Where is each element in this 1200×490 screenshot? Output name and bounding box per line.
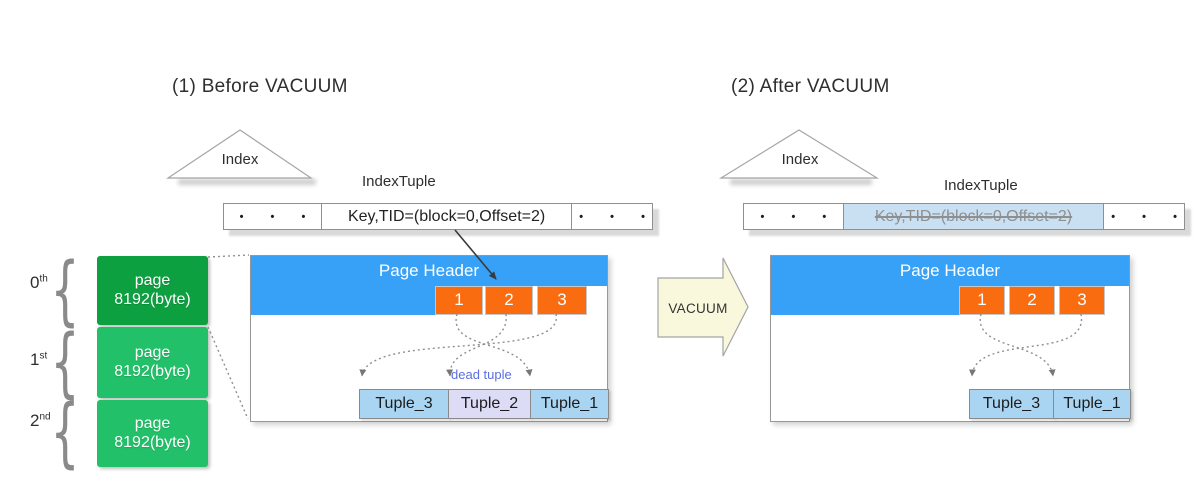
ordinal-suffix: th bbox=[39, 273, 48, 285]
after-index-label: Index bbox=[781, 151, 819, 168]
heap-page-ordinal-2: 2nd bbox=[30, 411, 51, 431]
before-indextuple-dots-right: • • • bbox=[571, 204, 652, 229]
before-page-header-bar: Page Header bbox=[251, 256, 607, 286]
before-indextuple-dots-left: • • • bbox=[239, 210, 313, 223]
heap-page-0: page 8192(byte) bbox=[97, 256, 208, 325]
ordinal-suffix: nd bbox=[39, 411, 51, 423]
before-index-label: Index bbox=[221, 151, 259, 168]
after-indextuple-box: • • • Key,TID=(block=0,Offset=2) • • • bbox=[743, 203, 1185, 230]
after-line-pointer-1: 1 bbox=[959, 286, 1005, 315]
after-indextuple-key-struck: Key,TID=(block=0,Offset=2) bbox=[842, 204, 1104, 229]
heap-page-size: 8192(byte) bbox=[114, 290, 191, 308]
before-page-header-band bbox=[251, 286, 435, 315]
heap-page-size: 8192(byte) bbox=[114, 433, 191, 451]
before-indextuple-box: • • • Key,TID=(block=0,Offset=2) • • • bbox=[223, 203, 653, 230]
before-tuple-3: Tuple_3 bbox=[359, 389, 449, 419]
ordinal-value: 2 bbox=[30, 411, 40, 430]
heap-page-size: 8192(byte) bbox=[114, 362, 191, 380]
heap-to-page-connector-top bbox=[207, 254, 250, 258]
after-page-header-band bbox=[771, 286, 959, 315]
before-indextuple-label: IndexTuple bbox=[362, 173, 436, 190]
brace-page-0: { bbox=[50, 244, 80, 334]
before-line-pointer-1: 1 bbox=[435, 286, 483, 315]
after-tuple-3: Tuple_3 bbox=[969, 389, 1054, 419]
before-title: (1) Before VACUUM bbox=[172, 76, 348, 97]
after-title: (2) After VACUUM bbox=[731, 76, 890, 97]
brace-page-2: { bbox=[50, 386, 80, 476]
ordinal-value: 0 bbox=[30, 273, 40, 292]
after-index-triangle-shadow bbox=[730, 179, 872, 185]
ordinal-value: 1 bbox=[30, 350, 40, 369]
before-line-pointer-2: 2 bbox=[485, 286, 533, 315]
vacuum-arrow-label: VACUUM bbox=[668, 301, 728, 316]
heap-page-ordinal-0: 0th bbox=[30, 273, 48, 293]
after-page-header-bar: Page Header bbox=[771, 256, 1129, 286]
before-line-pointer-3: 3 bbox=[537, 286, 587, 315]
heap-to-page-connector-bottom bbox=[207, 326, 249, 420]
ordinal-suffix: st bbox=[39, 350, 48, 362]
before-page-box: Page Header 1 2 3 Tuple_3 Tuple_2 Tuple_… bbox=[250, 255, 609, 422]
after-indextuple-dots-right: • • • bbox=[1103, 204, 1184, 229]
brace-page-1: { bbox=[50, 316, 80, 406]
before-indextuple-key: Key,TID=(block=0,Offset=2) bbox=[320, 204, 571, 229]
heap-page-2: page 8192(byte) bbox=[97, 400, 208, 467]
before-index-triangle-shadow bbox=[178, 179, 316, 185]
after-tuple-1: Tuple_1 bbox=[1053, 389, 1131, 419]
heap-page-name: page bbox=[134, 415, 171, 433]
heap-page-1: page 8192(byte) bbox=[97, 327, 208, 398]
after-line-pointer-3: 3 bbox=[1059, 286, 1105, 315]
after-line-pointer-2: 2 bbox=[1009, 286, 1055, 315]
after-indextuple-dots-left: • • • bbox=[760, 210, 834, 223]
heap-page-name: page bbox=[134, 272, 171, 290]
dead-tuple-label: dead tuple bbox=[451, 367, 512, 382]
before-tuple-1: Tuple_1 bbox=[530, 389, 609, 419]
before-tuple-2-dead: Tuple_2 bbox=[448, 389, 531, 419]
heap-page-ordinal-1: 1st bbox=[30, 350, 47, 370]
heap-page-name: page bbox=[134, 344, 171, 362]
after-indextuple-label: IndexTuple bbox=[944, 177, 1018, 194]
after-page-box: Page Header 1 2 3 Tuple_3 Tuple_1 bbox=[770, 255, 1131, 422]
